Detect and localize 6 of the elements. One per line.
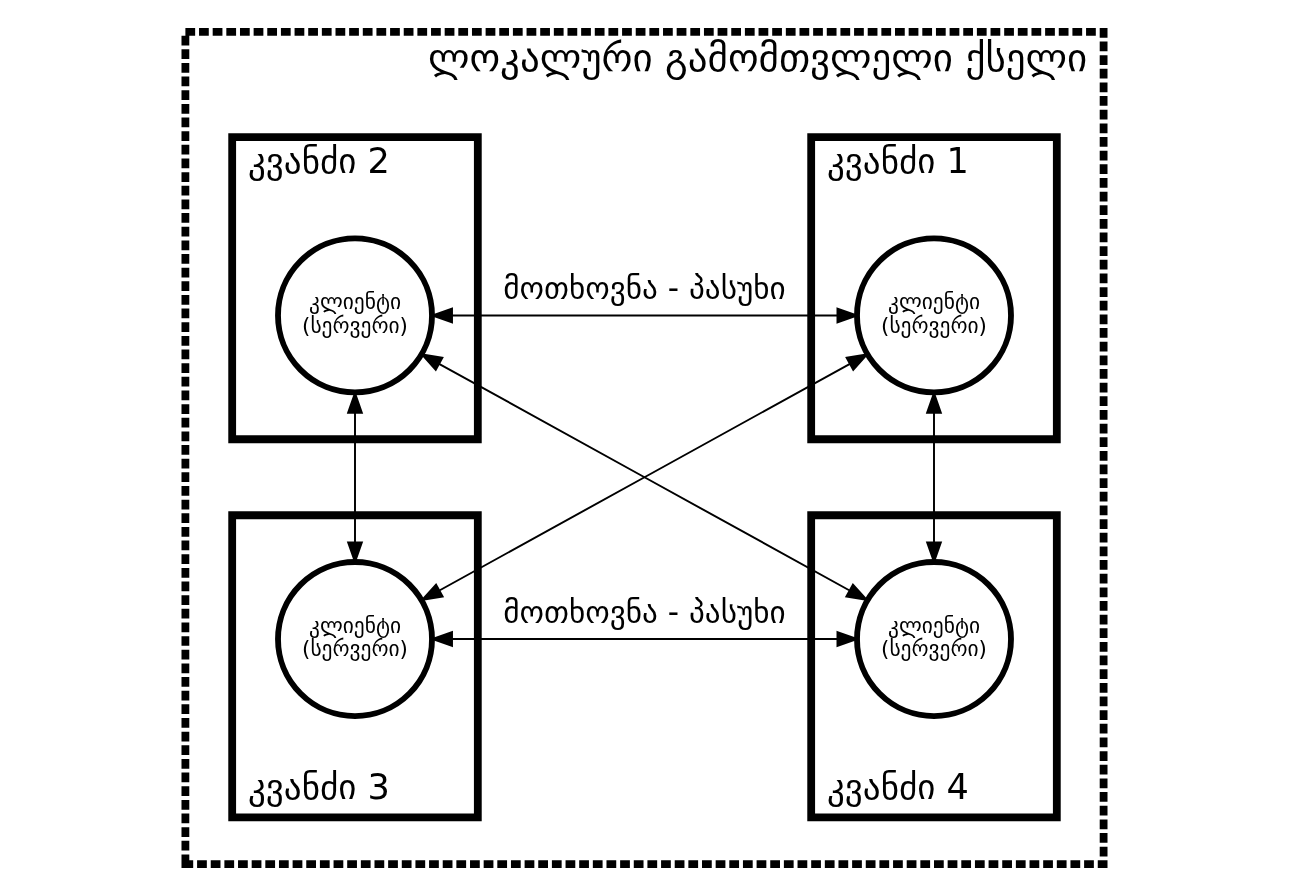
edge-label: მოთხოვნა - პასუხი bbox=[503, 270, 786, 307]
node-circle: კლიენტი (სერვერი) bbox=[854, 235, 1014, 396]
edge-label: მოთხოვნა - პასუხი bbox=[503, 594, 786, 631]
node-circle: კლიენტი (სერვერი) bbox=[275, 235, 435, 396]
node-circle: კლიენტი (სერვერი) bbox=[854, 559, 1014, 719]
node-circle: კლიენტი (სერვერი) bbox=[275, 559, 435, 719]
